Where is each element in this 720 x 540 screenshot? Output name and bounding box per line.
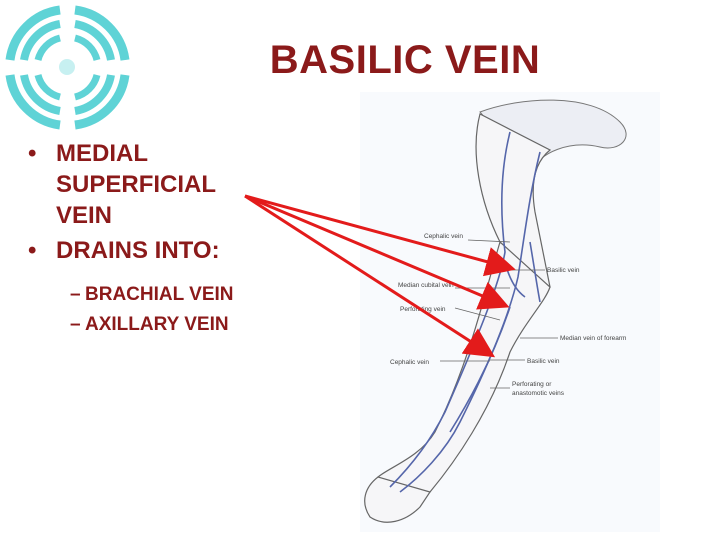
arm-vein-illustration: Cephalic vein Basilic vein Median cubita… (360, 92, 660, 532)
bullet-list: • MEDIAL SUPERFICIAL VEIN • DRAINS INTO:… (28, 138, 268, 340)
sub-bullet-text: AXILLARY VEIN (85, 314, 229, 335)
label-cephalic-upper: Cephalic vein (424, 233, 463, 240)
bullet-text: DRAINS INTO: (56, 237, 220, 264)
label-median-cubital: Median cubital vein (398, 282, 454, 289)
arrow-to-basilic-upper (244, 194, 516, 277)
arrow-to-median-cubital (244, 194, 510, 310)
sub-bullet-item: – AXILLARY VEIN (28, 310, 268, 340)
bullet-item: • MEDIAL SUPERFICIAL VEIN (28, 138, 268, 231)
label-basilic-upper: Basilic vein (547, 267, 580, 274)
slide-title: BASILIC VEIN (269, 38, 541, 82)
bullet-glyph: • (28, 237, 37, 264)
label-perforating-lower: Perforating or (512, 381, 552, 388)
arrow-to-basilic-lower (244, 194, 496, 358)
bullet-glyph: • (28, 140, 37, 167)
sub-bullet-text: BRACHIAL VEIN (85, 284, 234, 305)
logo-icon (5, 5, 130, 130)
sub-bullet-list: – BRACHIAL VEIN – AXILLARY VEIN (28, 280, 268, 340)
label-basilic-lower: Basilic vein (527, 358, 560, 365)
label-anastomotic-lower: anastomotic veins (512, 390, 565, 397)
sub-bullet-item: – BRACHIAL VEIN (28, 280, 268, 310)
dash-glyph: – (70, 284, 81, 305)
label-median-forearm: Median vein of forearm (560, 335, 626, 342)
dash-glyph: – (70, 314, 81, 335)
bullet-text: MEDIAL SUPERFICIAL VEIN (56, 140, 216, 229)
bullet-item: • DRAINS INTO: (28, 235, 268, 266)
label-cephalic-lower: Cephalic vein (390, 359, 429, 366)
